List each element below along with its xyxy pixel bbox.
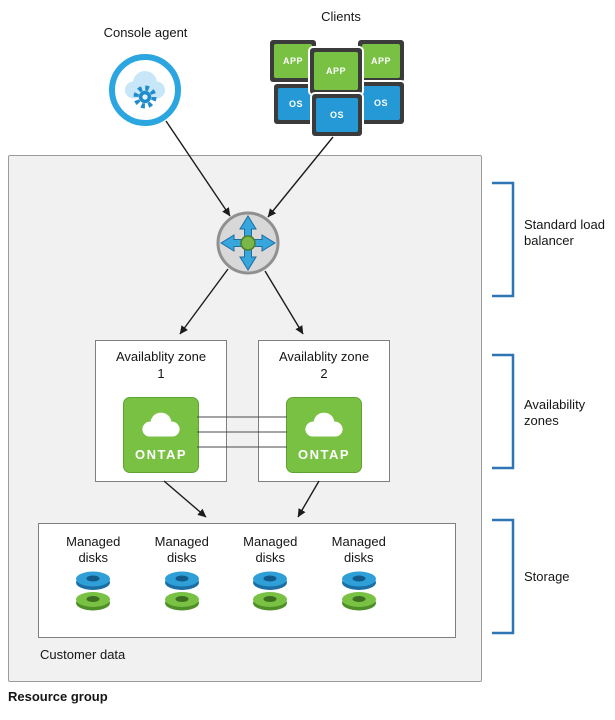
disk-green	[253, 592, 288, 611]
client-monitor-os: OS	[358, 82, 404, 124]
console-agent-label: Console agent	[103, 25, 188, 40]
customer-data-label: Customer data	[40, 647, 126, 662]
disk-stack-icon	[253, 571, 288, 611]
monitor-screen-app: APP	[314, 52, 358, 90]
storage-box: Managed disks Managed disks Managed disk…	[38, 523, 456, 638]
disk-green	[76, 592, 111, 611]
annotation-availability-zones: Availability zones	[524, 397, 586, 428]
client-monitor-app: APP	[358, 40, 404, 82]
disk-stack-icon	[164, 571, 199, 611]
monitor-screen-os: OS	[278, 88, 314, 120]
clients-monitor-cluster: APP APP APP OS OS OS	[268, 34, 408, 138]
monitor-screen-os: OS	[362, 86, 400, 120]
availability-zone-2-box: Availablity zone 2 ONTAP	[258, 340, 390, 482]
lb-center-dot	[240, 235, 256, 251]
clients-label: Clients	[321, 9, 361, 24]
managed-disks-label: Managed disks	[66, 534, 121, 565]
bracket-standard-load-balancer	[492, 181, 515, 298]
load-balancer-icon	[215, 210, 281, 276]
client-monitor-app: APP	[270, 40, 316, 82]
annotation-standard-load-balancer: Standard load balancer	[524, 217, 605, 248]
managed-disks-column: Managed disks	[49, 534, 138, 637]
bracket-storage	[492, 518, 515, 635]
client-monitor-os: OS	[312, 94, 362, 136]
managed-disks-column: Managed disks	[138, 534, 227, 637]
zone-2-title: Availablity zone 2	[278, 349, 370, 381]
managed-disks-column: Managed disks	[226, 534, 315, 637]
disk-blue	[164, 571, 199, 590]
resource-group-label: Resource group	[8, 689, 108, 704]
ontap-label: ONTAP	[297, 447, 351, 462]
disk-stack-icon	[341, 571, 376, 611]
availability-zone-1-box: Availablity zone 1 ONTAP	[95, 340, 227, 482]
console-agent-icon	[107, 52, 183, 128]
ontap-icon: ONTAP	[123, 397, 199, 473]
gear-icon	[133, 85, 157, 109]
disk-stack-icon	[76, 571, 111, 611]
monitor-screen-os: OS	[316, 98, 358, 132]
disk-blue	[76, 571, 111, 590]
disk-green	[341, 592, 376, 611]
ontap-cloud-icon	[142, 412, 180, 437]
managed-disks-column: Managed disks	[315, 534, 404, 637]
bracket-availability-zones	[492, 353, 515, 470]
client-monitor-app: APP	[310, 48, 362, 94]
disk-green	[164, 592, 199, 611]
ontap-label: ONTAP	[134, 447, 188, 462]
ontap-cloud-icon	[305, 412, 343, 437]
managed-disks-label: Managed disks	[331, 534, 386, 565]
managed-disks-label: Managed disks	[243, 534, 298, 565]
disk-blue	[253, 571, 288, 590]
annotation-storage: Storage	[524, 569, 570, 584]
managed-disks-label: Managed disks	[154, 534, 209, 565]
monitor-screen-app: APP	[362, 44, 400, 78]
monitor-screen-app: APP	[274, 44, 312, 78]
disk-blue	[341, 571, 376, 590]
zone-1-title: Availablity zone 1	[115, 349, 207, 381]
ontap-icon: ONTAP	[286, 397, 362, 473]
